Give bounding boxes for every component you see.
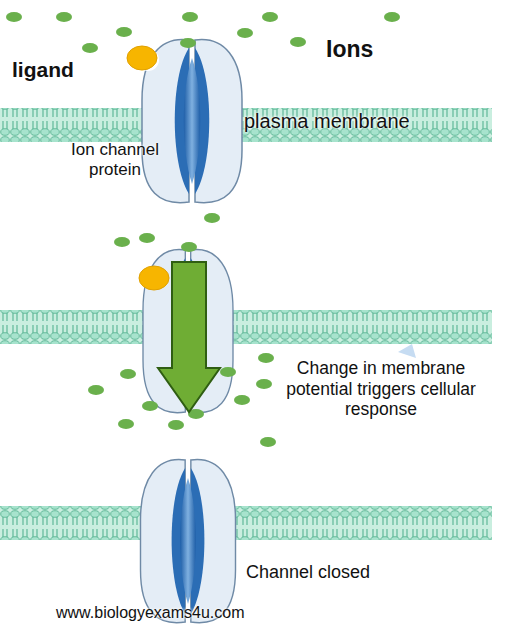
- ligand-label: ligand: [12, 58, 102, 83]
- ligand-molecule: [127, 46, 157, 70]
- lipid-bilayer: [0, 310, 492, 344]
- closed-label: Channel closed: [246, 562, 426, 583]
- membrane-band: [0, 108, 492, 142]
- lipid-bilayer: [0, 506, 492, 540]
- response-note: Change in membrane potential triggers ce…: [262, 358, 500, 420]
- ion-flow-arrow: [158, 262, 220, 412]
- lipid-bilayer: [0, 108, 492, 142]
- channel-label: Ion channel protein: [60, 140, 170, 180]
- ligand-molecule: [139, 266, 169, 290]
- membrane-band: [0, 310, 492, 344]
- membrane-band: [0, 506, 492, 540]
- ions-label: Ions: [326, 36, 406, 63]
- decor-symbol: [398, 344, 416, 358]
- membrane-label: plasma membrane: [244, 110, 444, 134]
- channel-protein-closed: [141, 460, 236, 623]
- watermark: www.biologyexams4u.com: [56, 604, 316, 623]
